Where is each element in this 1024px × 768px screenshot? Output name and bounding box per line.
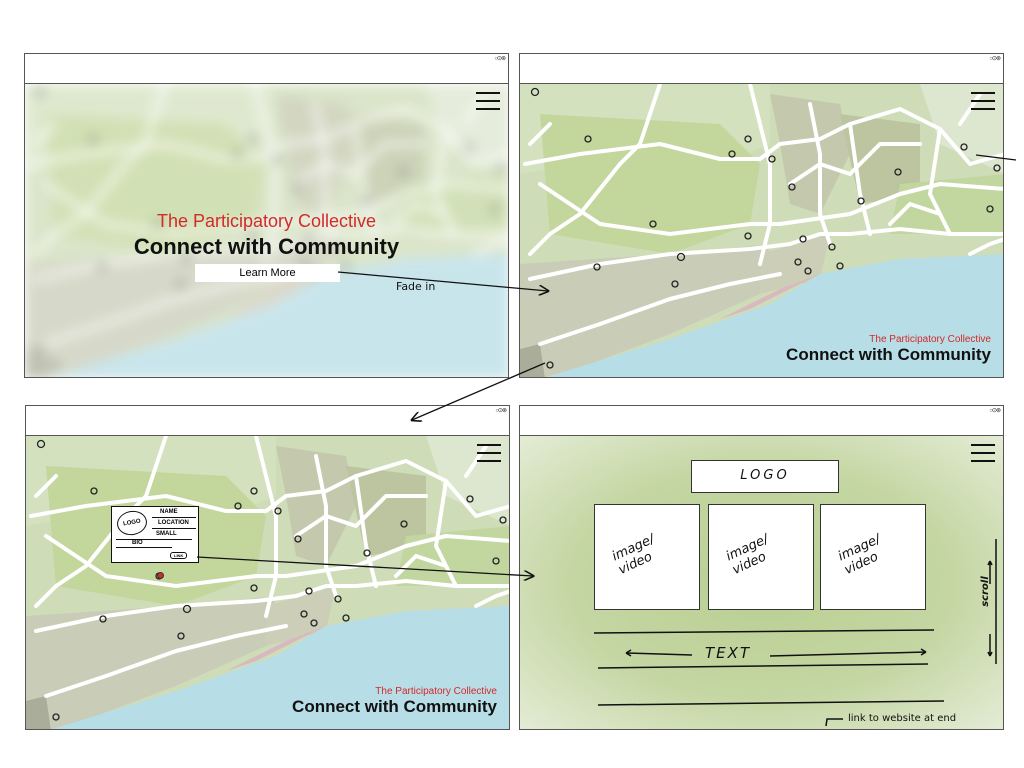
text-lines (593, 539, 997, 727)
blur-overlay (25, 84, 508, 377)
site-name: The Participatory Collective (375, 686, 497, 697)
window-controls[interactable]: ○⊙⊗ (495, 408, 507, 414)
footer-note: link to website at end (848, 713, 957, 724)
hamburger-menu-icon[interactable] (476, 92, 500, 110)
hamburger-menu-icon[interactable] (477, 444, 501, 462)
site-name: The Participatory Collective (156, 211, 377, 231)
location-popup-card: LOGO NAME LOCATION SMALL BIO LINK (111, 506, 199, 563)
window-controls[interactable]: ○⊙⊗ (989, 408, 1001, 414)
caption: The Participatory Collective Connect wit… (292, 686, 497, 717)
browser-titlebar: ○⊙⊗ (520, 406, 1003, 436)
browser-titlebar: ○⊙⊗ (520, 54, 1003, 84)
fade-in-annotation: Fade in (396, 280, 436, 293)
window-controls[interactable]: ○⊙⊗ (494, 56, 506, 62)
media-placeholder[interactable]: image/ video (820, 504, 926, 610)
map-pin-selected[interactable] (157, 572, 164, 579)
wireframe-landing-blurred: ○⊙⊗ The Participatory Collective Connect… (24, 53, 509, 378)
browser-titlebar: ○⊙⊗ (26, 406, 509, 436)
site-name: The Participatory Collective (869, 334, 991, 345)
card-bio: BIO (132, 540, 143, 546)
logo-placeholder: LOGO (691, 460, 839, 493)
card-small: SMALL (156, 531, 177, 537)
card-location: LOCATION (158, 520, 189, 526)
tagline: Connect with Community (292, 697, 497, 716)
hamburger-menu-icon[interactable] (971, 92, 995, 110)
hero: The Participatory Collective Connect wit… (25, 211, 508, 260)
media-placeholder[interactable]: image/ video (594, 504, 700, 610)
tagline: Connect with Community (786, 345, 991, 364)
card-name: NAME (160, 509, 178, 515)
wireframe-detail-page: ○⊙⊗ LOGO image/ video image/ video image… (519, 405, 1004, 730)
caption: The Participatory Collective Connect wit… (786, 334, 991, 365)
card-logo: LOGO (115, 508, 149, 538)
wireframe-map-popup: ○⊙⊗ LOGO NAME LOCATION SMALL BIO LINK Th… (25, 405, 510, 730)
learn-more-button[interactable]: Learn More (195, 264, 340, 282)
browser-titlebar: ○⊙⊗ (25, 54, 508, 84)
text-placeholder-label: TEXT (705, 644, 752, 662)
card-link-button[interactable]: LINK (170, 552, 188, 559)
media-placeholder[interactable]: image/ video (708, 504, 814, 610)
hamburger-menu-icon[interactable] (971, 444, 995, 462)
window-controls[interactable]: ○⊙⊗ (989, 56, 1001, 62)
wireframe-map-view: ○⊙⊗ The Participatory Collective Connect… (519, 53, 1004, 378)
tagline: Connect with Community (133, 234, 400, 259)
